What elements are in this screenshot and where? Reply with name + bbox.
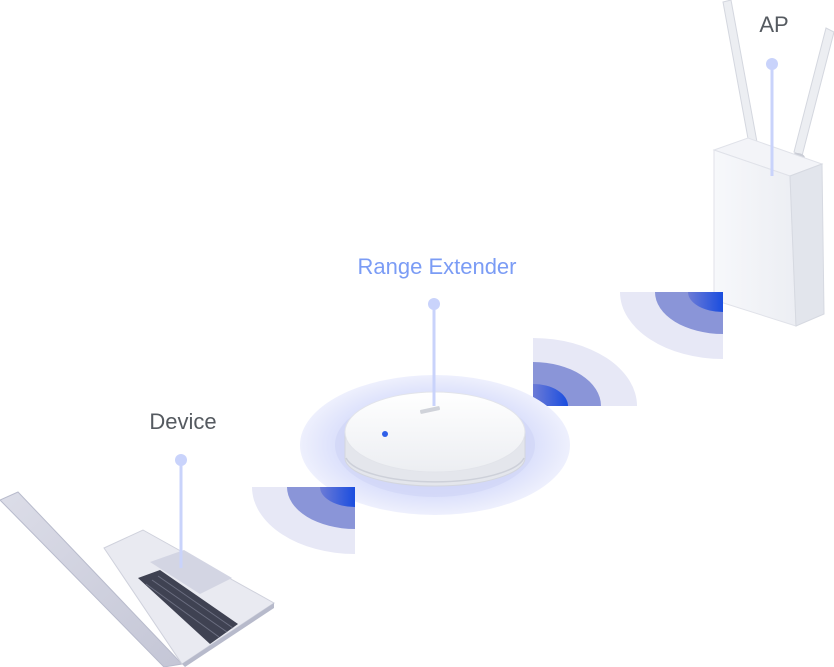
ap-device — [712, 0, 834, 327]
ap-side — [789, 163, 825, 327]
signal-icon-ap — [620, 292, 723, 359]
device-label: Device — [149, 409, 217, 434]
signal-icon-device — [252, 487, 355, 554]
ap-connector-dot — [766, 58, 778, 70]
extender-led — [382, 431, 388, 437]
signal-icon-middle — [533, 338, 637, 406]
laptop-device — [0, 491, 275, 667]
laptop-trackpad — [150, 550, 232, 594]
extender-connector-dot — [428, 298, 440, 310]
device-connector-dot — [175, 454, 187, 466]
extender-logo-mark — [419, 406, 441, 414]
antenna-left — [722, 0, 760, 151]
ap-front — [713, 149, 797, 327]
range-extender-device — [300, 375, 570, 515]
antenna-right — [789, 27, 834, 163]
ap-label: AP — [759, 12, 789, 37]
laptop-keyboard — [138, 570, 238, 644]
range-extender-label: Range Extender — [357, 254, 517, 279]
